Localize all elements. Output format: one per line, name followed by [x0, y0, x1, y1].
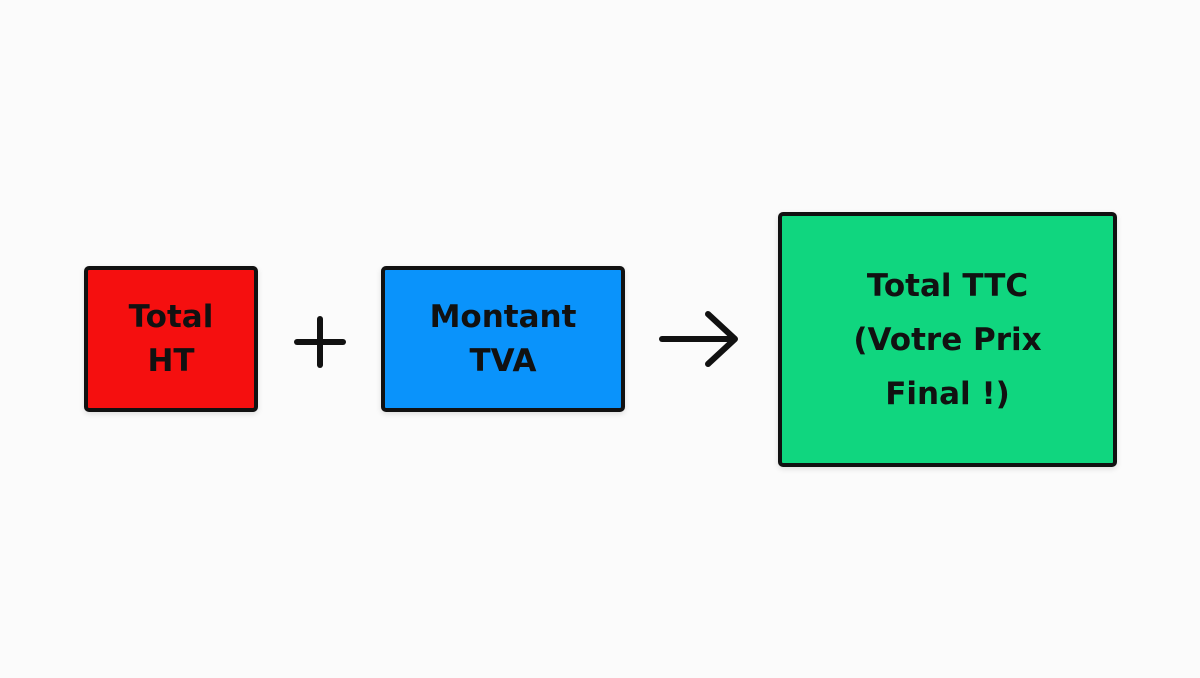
total-ttc-label: Total TTC (Votre Prix Final !)	[853, 267, 1042, 412]
arrow-right-icon	[659, 311, 738, 367]
total-ttc-box: Total TTC (Votre Prix Final !)	[778, 212, 1117, 467]
plus-icon	[294, 316, 346, 368]
montant-tva-box: Montant TVA	[381, 266, 625, 412]
total-ht-label: Total HT	[128, 299, 214, 379]
total-ht-box: Total HT	[84, 266, 258, 412]
montant-tva-label: Montant TVA	[429, 299, 577, 379]
